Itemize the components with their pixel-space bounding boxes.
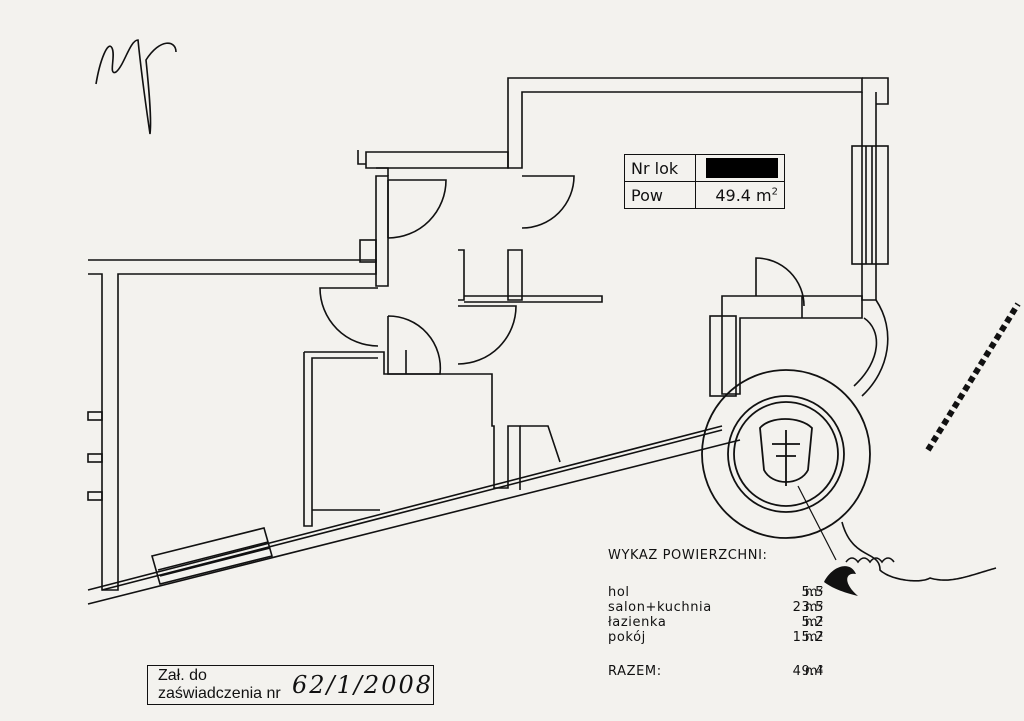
area-value: 49.4 m2 bbox=[695, 181, 785, 209]
door-mid-arc bbox=[457, 305, 517, 365]
left-room-wall-top bbox=[88, 259, 377, 591]
diagonal-wall-outer bbox=[87, 439, 741, 605]
certificate-label: Zał. do zaświadczenia nr bbox=[158, 667, 281, 702]
door-left-arc bbox=[319, 287, 379, 347]
area-summary-title: WYKAZ POWIERZCHNI: bbox=[608, 548, 768, 563]
area-summary: WYKAZ POWIERZCHNI: hol 5.5 m² salon+kuch… bbox=[608, 548, 848, 679]
curved-wall bbox=[853, 317, 878, 387]
hatched-beam bbox=[925, 302, 1021, 452]
official-stamp bbox=[701, 369, 871, 561]
apartment-number-redacted bbox=[695, 154, 785, 182]
area-total-row: RAZEM: 49.4 m² bbox=[608, 664, 848, 679]
decorative-curve bbox=[841, 521, 997, 582]
hall-wall-top bbox=[365, 151, 509, 169]
area-row-pokoj: pokój 15.2 m² bbox=[608, 630, 824, 645]
signature-mark bbox=[95, 39, 177, 135]
door-closet-arc bbox=[755, 257, 805, 307]
apartment-info-box: Nr lok Pow 49.4 m2 bbox=[624, 154, 785, 209]
inner-wall-vertical bbox=[507, 249, 523, 301]
inner-wall-horizontal bbox=[464, 295, 603, 303]
wall-right-outer bbox=[862, 77, 889, 105]
area-row-salon: salon+kuchnia 23.5 m² bbox=[608, 600, 824, 615]
door-hall-top-right bbox=[521, 175, 575, 229]
window-right bbox=[851, 145, 889, 265]
total-value: 49.4 bbox=[792, 664, 824, 679]
total-label: RAZEM: bbox=[608, 664, 662, 679]
bathroom-wall bbox=[304, 351, 521, 490]
hall-wall-left bbox=[375, 175, 389, 287]
certificate-box: Zał. do zaświadczenia nr 62/1/2008 bbox=[147, 665, 434, 705]
balcony-window bbox=[151, 527, 273, 585]
wall-right bbox=[861, 92, 877, 301]
area-row-lazienka: łazienka 5.2 m² bbox=[608, 615, 824, 630]
apartment-number-label: Nr lok bbox=[624, 154, 696, 182]
bird-glyph bbox=[824, 566, 858, 596]
area-label: Pow bbox=[624, 181, 696, 209]
door-hall-top-left bbox=[387, 179, 447, 239]
door-bath-arc bbox=[387, 315, 442, 375]
closet-wall bbox=[721, 295, 863, 395]
certificate-number: 62/1/2008 bbox=[291, 671, 433, 699]
area-row-hol: hol 5.5 m² bbox=[608, 585, 824, 600]
